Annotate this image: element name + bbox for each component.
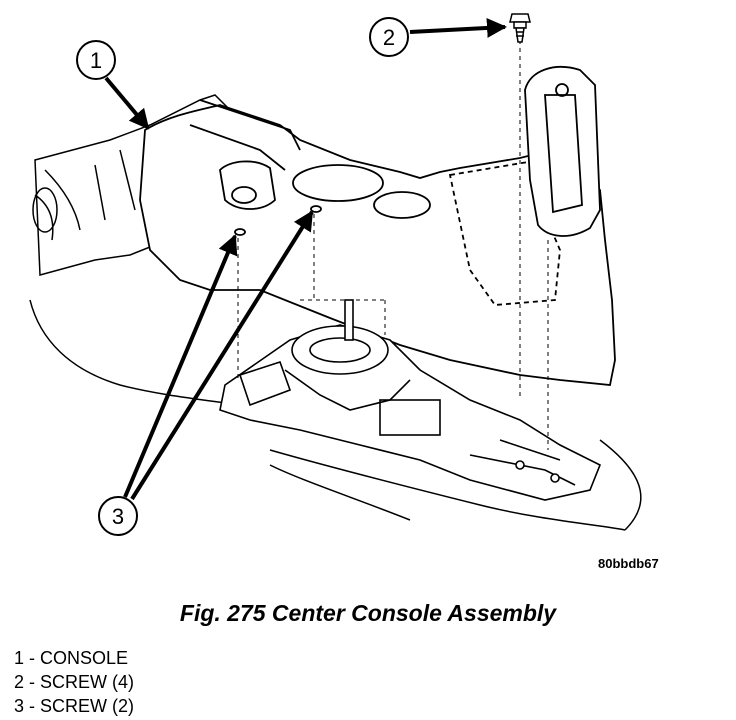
callout-2: 2 [369,17,507,57]
alignment-lines [237,40,549,450]
callout-1: 1 [76,40,150,130]
legend-list: 1 - CONSOLE 2 - SCREW (4) 3 - SCREW (2) [14,646,134,718]
callout-1-label: 1 [90,48,102,73]
legend-item: 3 - SCREW (2) [14,696,135,716]
callout-3-label: 3 [112,504,124,529]
callout-2-label: 2 [383,25,395,50]
legend-item: 2 - SCREW (4) [14,672,135,692]
callout-3: 3 [98,210,314,536]
screw-icon [509,13,531,43]
console-body [139,66,616,386]
figure-caption: Fig. 275 Center Console Assembly [179,600,557,626]
legend-item: 1 - CONSOLE [14,648,129,668]
shifter-mechanism [219,299,602,501]
console-assembly-diagram: 1 2 3 [29,13,642,536]
figure-code: 80bbdb67 [598,556,659,571]
